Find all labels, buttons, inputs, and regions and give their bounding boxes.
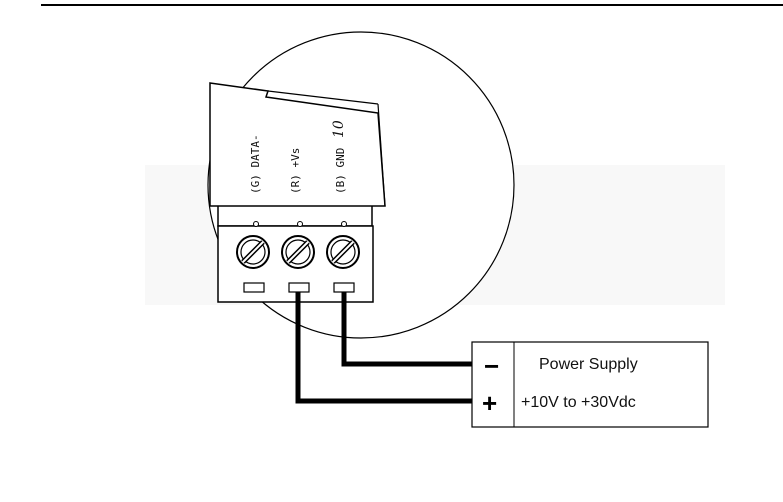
screw-middle [281,235,315,269]
screw-left [236,235,270,269]
top-rule [41,4,783,6]
terminal-labels: (G) DATA- (R) +Vs (B) GND 10 [249,120,347,194]
power-supply-title: Power Supply [539,356,638,373]
negative-terminal-sign: − [484,351,499,381]
screw-right [326,235,360,269]
power-supply-box [471,341,709,428]
wire-ground [341,292,477,367]
power-supply-voltage: +10V to +30Vdc [521,394,636,411]
label-data-minus: (G) DATA- [249,134,262,194]
housing-top-edge [267,90,379,105]
positive-terminal-sign: + [482,388,497,418]
pin-dots [253,221,347,227]
label-plus-vs: (R) +Vs [289,148,302,194]
pin-number: 10 [331,120,347,138]
wire-slots [243,282,355,293]
label-gnd: (B) GND [334,148,347,194]
housing-right-edge [377,103,386,207]
wire-positive [295,292,477,404]
